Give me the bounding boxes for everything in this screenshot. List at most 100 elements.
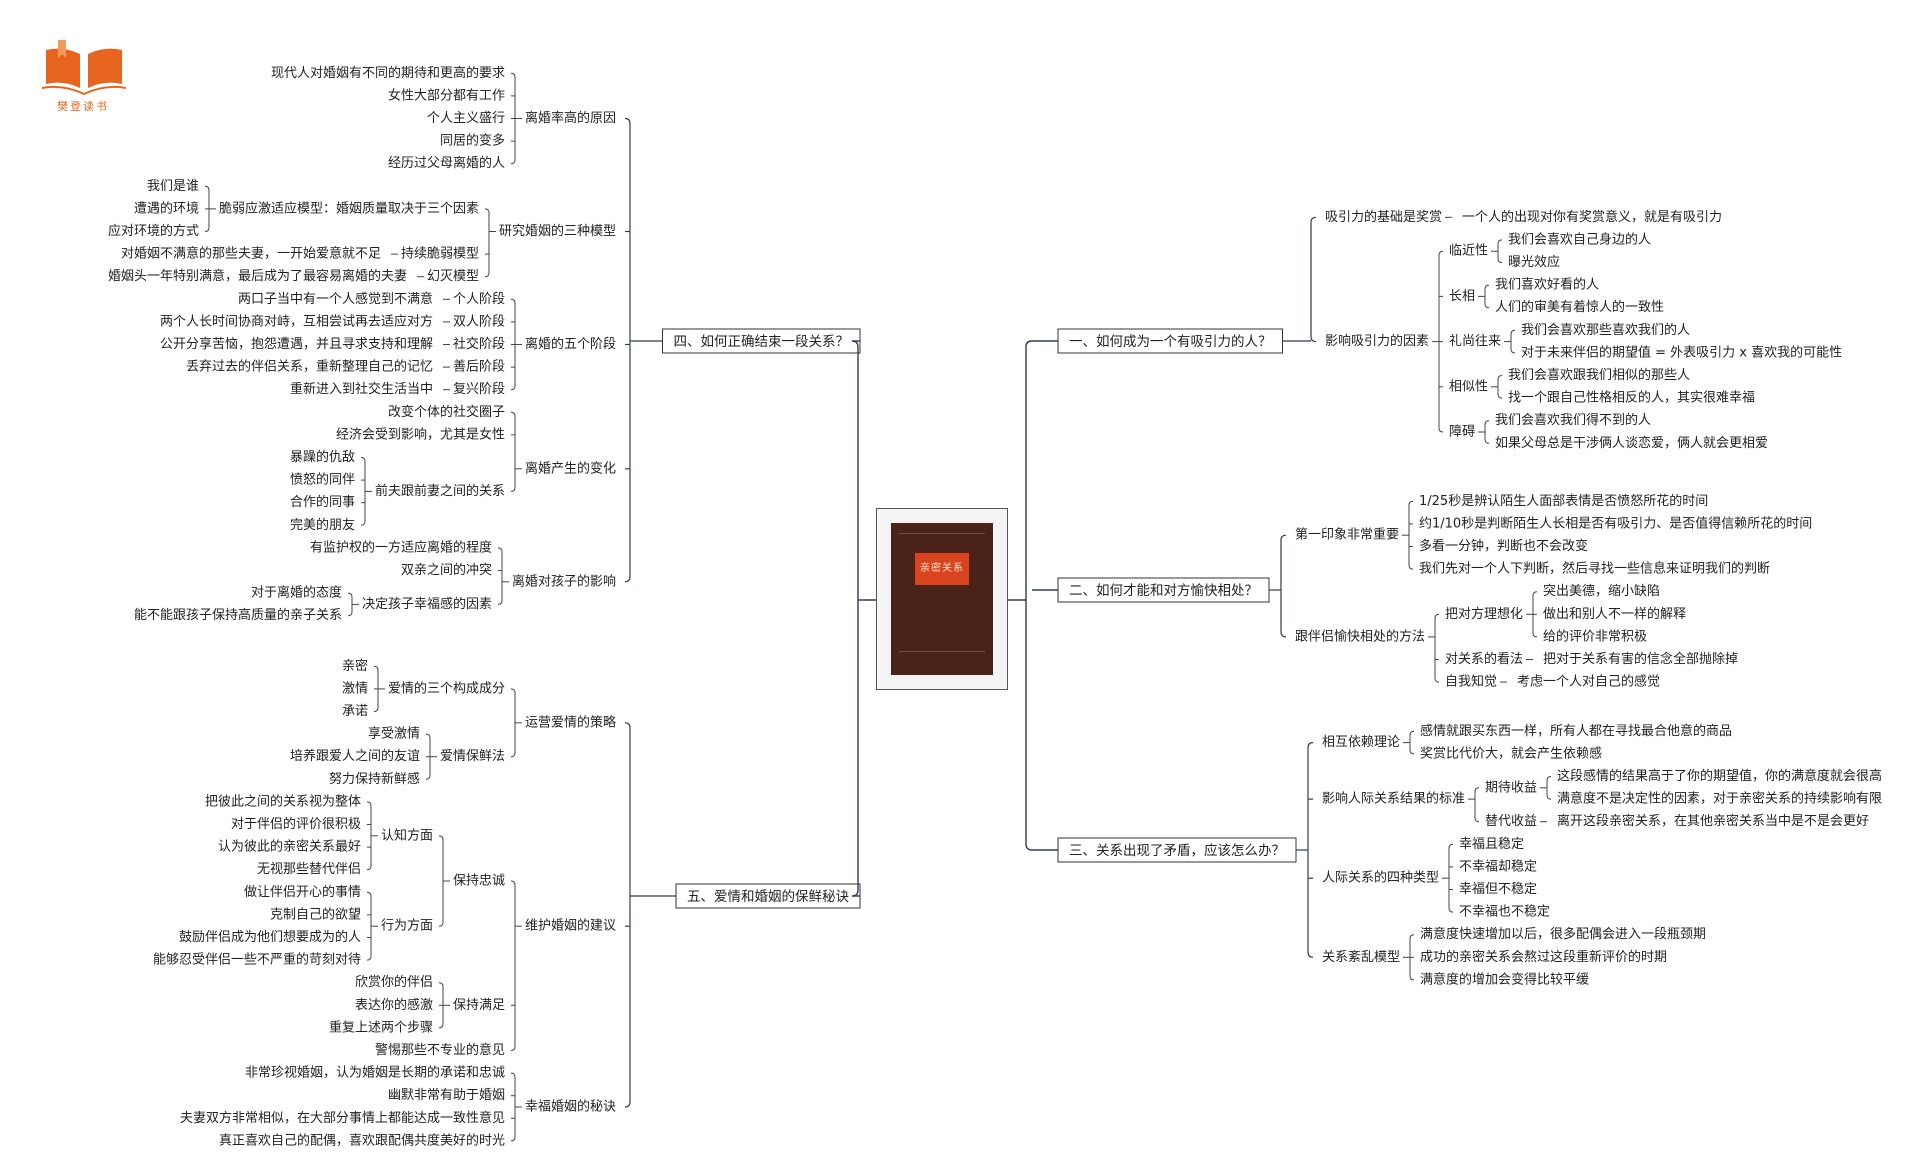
subtopic-node: 把彼此之间的关系视为整体 (205, 793, 361, 809)
topic-node: 研究婚姻的三种模型 (499, 223, 616, 239)
hub-bus-right (1025, 340, 1033, 851)
topic-node: 相互依赖理论 (1322, 735, 1400, 750)
subtopic-node: 我们先对一个人下判断，然后寻找一些信息来证明我们的判断 (1419, 561, 1770, 577)
subtopic-node: 满意度不是决定性的因素，对于亲密关系的持续影响有限 (1557, 791, 1882, 807)
subtopic-node: 礼尚往来 (1449, 333, 1501, 349)
subtopic-node: 满意度快速增加以后，很多配偶会进入一段瓶颈期 (1420, 926, 1706, 942)
subtopic-node: 改变个体的社交圈子 (388, 404, 505, 420)
bracket-line (438, 982, 444, 1029)
bracket-line (1510, 329, 1516, 354)
subtopic-node: 婚姻头一年特别满意，最后成为了最容易离婚的夫妻 (108, 268, 407, 284)
subtopic-node: 享受激情 (368, 726, 420, 742)
subtopic-node: 真正喜欢自己的配偶，喜欢跟配偶共度美好的时光 (219, 1132, 505, 1148)
topic-node: 幸福婚姻的秘诀 (525, 1099, 616, 1115)
subtopic-node: 决定孩子幸福感的因素 (362, 596, 492, 612)
branch-title: 一、如何成为一个有吸引力的人？ (1069, 334, 1272, 350)
subtopic-node: 努力保持新鲜感 (329, 771, 420, 787)
bracket-line (1474, 787, 1480, 823)
subtopic-node: 临近性 (1449, 244, 1488, 259)
topic-node: 影响吸引力的因素 (1325, 333, 1429, 349)
subtopic-node: 不幸福也不稳定 (1459, 904, 1550, 920)
subtopic-node: 保持满足 (453, 998, 505, 1013)
subtopic-node: 两口子当中有一个人感觉到不满意 (238, 291, 433, 307)
brand-logo: 樊登读书 (38, 36, 128, 114)
topic-node: 运营爱情的策略 (525, 714, 616, 730)
branch-bracket (624, 117, 631, 583)
book-decor-line (899, 533, 985, 534)
branch-title: 三、关系出现了矛盾，应该怎么办？ (1069, 842, 1285, 859)
bracket-line (1409, 934, 1415, 981)
subtopic-node: 一个人的出现对你有奖赏意义，就是有吸引力 (1462, 209, 1722, 225)
bracket-line (510, 1072, 516, 1142)
subtopic-node: 鼓励伴侣成为他们想要成为的人 (179, 929, 361, 945)
branch-box (1057, 328, 1283, 354)
subtopic-node: 行为方面 (381, 918, 433, 934)
bracket-line (366, 891, 372, 961)
bracket-line (425, 733, 431, 780)
subtopic-node: 重新进入到社交生活当中 (290, 381, 433, 397)
subtopic-node: 幸福且稳定 (1459, 836, 1524, 852)
subtopic-node: 持续脆弱模型 (401, 246, 479, 262)
bracket-line (1408, 500, 1414, 570)
subtopic-node: 对关系的看法 (1445, 651, 1523, 667)
subtopic-node: 承诺 (342, 704, 368, 719)
subtopic-node: 愤怒的同伴 (290, 472, 355, 488)
subtopic-node: 暴躁的仇敌 (290, 449, 355, 465)
bracket-line (1497, 375, 1503, 399)
bracket-line (510, 72, 516, 165)
subtopic-node: 不幸福却稳定 (1459, 858, 1537, 874)
subtopic-node: 双亲之间的冲突 (401, 562, 492, 578)
book-cover: 亲密关系 (891, 523, 993, 675)
subtopic-node: 长相 (1449, 289, 1475, 304)
bracket-line (497, 547, 503, 605)
subtopic-node: 人们的审美有着惊人的一致性 (1495, 299, 1664, 315)
branch-box (675, 883, 861, 909)
bracket-line (510, 411, 516, 492)
subtopic-node: 曝光效应 (1508, 254, 1560, 270)
subtopic-node: 合作的同事 (290, 494, 355, 510)
subtopic-node: 重复上述两个步骤 (329, 1019, 433, 1035)
topic-node: 影响人际关系结果的标准 (1322, 791, 1465, 807)
subtopic-node: 培养跟爱人之间的友谊 (290, 748, 420, 764)
subtopic-node: 警惕那些不专业的意见 (375, 1042, 505, 1058)
subtopic-node: 做让伴侣开心的事情 (244, 884, 361, 900)
bracket-line (1532, 591, 1538, 638)
subtopic-node: 替代收益 (1485, 814, 1537, 829)
subtopic-node: 如果父母总是干涉俩人谈恋爱，俩人就会更相爱 (1495, 435, 1768, 451)
subtopic-node: 我们会喜欢我们得不到的人 (1495, 412, 1651, 428)
bracket-line (1484, 284, 1490, 309)
subtopic-node: 1/25秒是辨认陌生人面部表情是否愤怒所花的时间 (1419, 493, 1708, 509)
bracket-line (366, 801, 372, 871)
subtopic-node: 认知方面 (381, 827, 433, 843)
subtopic-node: 同居的变多 (440, 133, 505, 149)
subtopic-node: 夫妻双方非常相似，在大部分事情上都能达成一致性意见 (180, 1110, 505, 1126)
topic-node: 第一印象非常重要 (1295, 527, 1399, 543)
subtopic-node: 社交阶段 (453, 336, 505, 352)
subtopic-node: 经历过父母离婚的人 (388, 155, 505, 171)
branch-bracket (1310, 216, 1317, 343)
bracket-line (438, 835, 444, 927)
subtopic-node: 把对方理想化 (1445, 606, 1523, 622)
bracket-line (360, 457, 366, 526)
subtopic-node: 我们会喜欢那些喜欢我们的人 (1521, 322, 1690, 338)
book-title-box: 亲密关系 (915, 553, 969, 585)
bracket-line (1438, 250, 1444, 433)
subtopic-node: 现代人对婚姻有不同的期待和更高的要求 (271, 65, 505, 81)
subtopic-node: 这段感情的结果高于了你的期望值，你的满意度就会很高 (1557, 768, 1882, 784)
topic-node: 维护婚姻的建议 (525, 918, 616, 934)
branch-box (1057, 577, 1270, 603)
branch-box (1057, 837, 1297, 863)
subtopic-node: 我们是谁 (147, 179, 199, 194)
bracket-line (1434, 613, 1440, 683)
bracket-line (1546, 776, 1552, 800)
subtopic-node: 非常珍视婚姻，认为婚姻是长期的承诺和忠诚 (245, 1065, 505, 1081)
subtopic-node: 双人阶段 (453, 314, 505, 329)
subtopic-node: 无视那些替代伴侣 (257, 862, 361, 877)
subtopic-node: 个人阶段 (453, 292, 505, 307)
branch-title: 二、如何才能和对方愉快相处？ (1069, 583, 1258, 599)
subtopic-node: 离开这段亲密关系，在其他亲密关系当中是不是会更好 (1557, 813, 1869, 829)
subtopic-node: 两个人长时间协商对峙，互相尝试再去适应对方 (160, 313, 433, 329)
subtopic-node: 突出美德，缩小缺陷 (1543, 583, 1660, 599)
subtopic-node: 丢弃过去的伴侣关系，重新整理自己的记忆 (186, 359, 433, 375)
